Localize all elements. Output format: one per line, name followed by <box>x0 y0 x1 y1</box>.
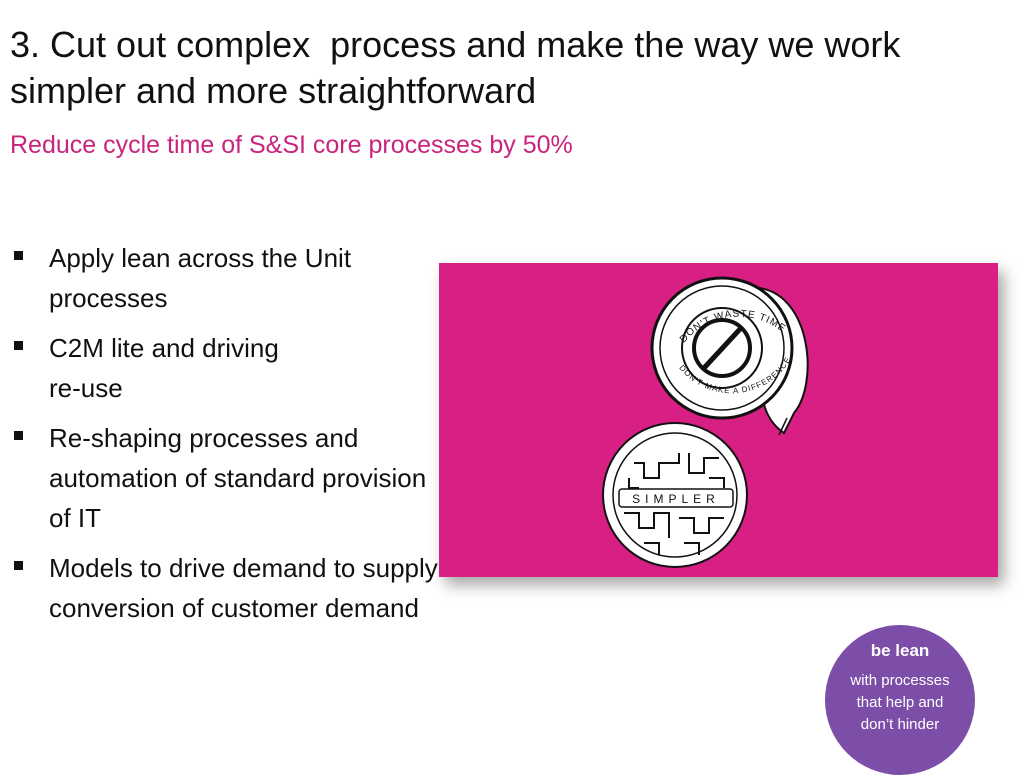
slide-subtitle: Reduce cycle time of S&SI core processes… <box>10 131 573 159</box>
bullet-item: Apply lean across the Unit processes <box>12 238 442 318</box>
square-bullet-icon <box>14 561 23 570</box>
bullet-item: C2M lite and driving re-use <box>12 328 442 408</box>
square-bullet-icon <box>14 341 23 350</box>
tape-measure-icon: DON'T WASTE TIME DON'T MAKE A DIFFERENCE <box>650 276 809 436</box>
square-bullet-icon <box>14 431 23 440</box>
slide-title: 3. Cut out complex process and make the … <box>10 24 911 111</box>
badge-title: be lean <box>870 641 930 660</box>
bullet-text: Models to drive demand to supply convers… <box>49 553 438 623</box>
badge-line: that help and <box>856 694 944 711</box>
bullet-text: C2M lite and driving re-use <box>49 333 279 403</box>
bullet-list: Apply lean across the Unit processes C2M… <box>12 238 442 638</box>
maze-icon: SIMPLER <box>602 422 748 568</box>
square-bullet-icon <box>14 251 23 260</box>
be-lean-badge: be lean with processes that help and don… <box>825 625 975 775</box>
bullet-item: Models to drive demand to supply convers… <box>12 548 442 628</box>
badge-line: don’t hinder <box>860 716 940 733</box>
badge-line: with processes <box>850 672 950 689</box>
bullet-text: Apply lean across the Unit processes <box>49 243 352 313</box>
tape-measure-maze-illustration: DON'T WASTE TIME DON'T MAKE A DIFFERENCE… <box>602 276 809 568</box>
illustration-panel: DON'T WASTE TIME DON'T MAKE A DIFFERENCE… <box>439 263 998 577</box>
bullet-item: Re-shaping processes and automation of s… <box>12 418 442 538</box>
maze-label: SIMPLER <box>632 492 720 506</box>
bullet-text: Re-shaping processes and automation of s… <box>49 423 427 533</box>
